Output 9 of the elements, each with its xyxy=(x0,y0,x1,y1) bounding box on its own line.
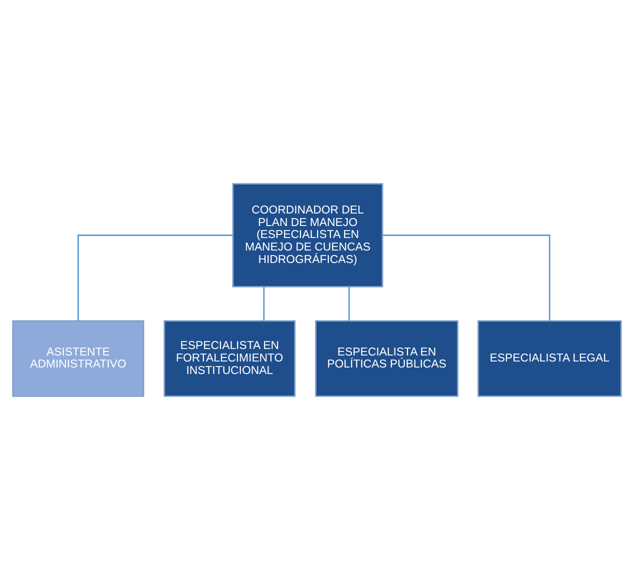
connector xyxy=(382,234,550,321)
connector xyxy=(348,286,350,321)
node-box: ESPECIALISTA EN FORTALECIMIENTO INSTITUCIONAL xyxy=(164,320,296,397)
node-box: COORDINADOR DEL PLAN DE MANEJO (ESPECIALISTA EN MANEJO DE CUENCAS HIDROGRÁFICAS) xyxy=(232,183,384,288)
connector xyxy=(77,234,233,321)
connector xyxy=(263,286,265,321)
node-box: ASISTENTE ADMINISTRATIVO xyxy=(12,320,144,397)
node-box: ESPECIALISTA LEGAL xyxy=(477,320,622,397)
node-box: ESPECIALISTA EN POLÍTICAS PÚBLICAS xyxy=(315,320,458,397)
